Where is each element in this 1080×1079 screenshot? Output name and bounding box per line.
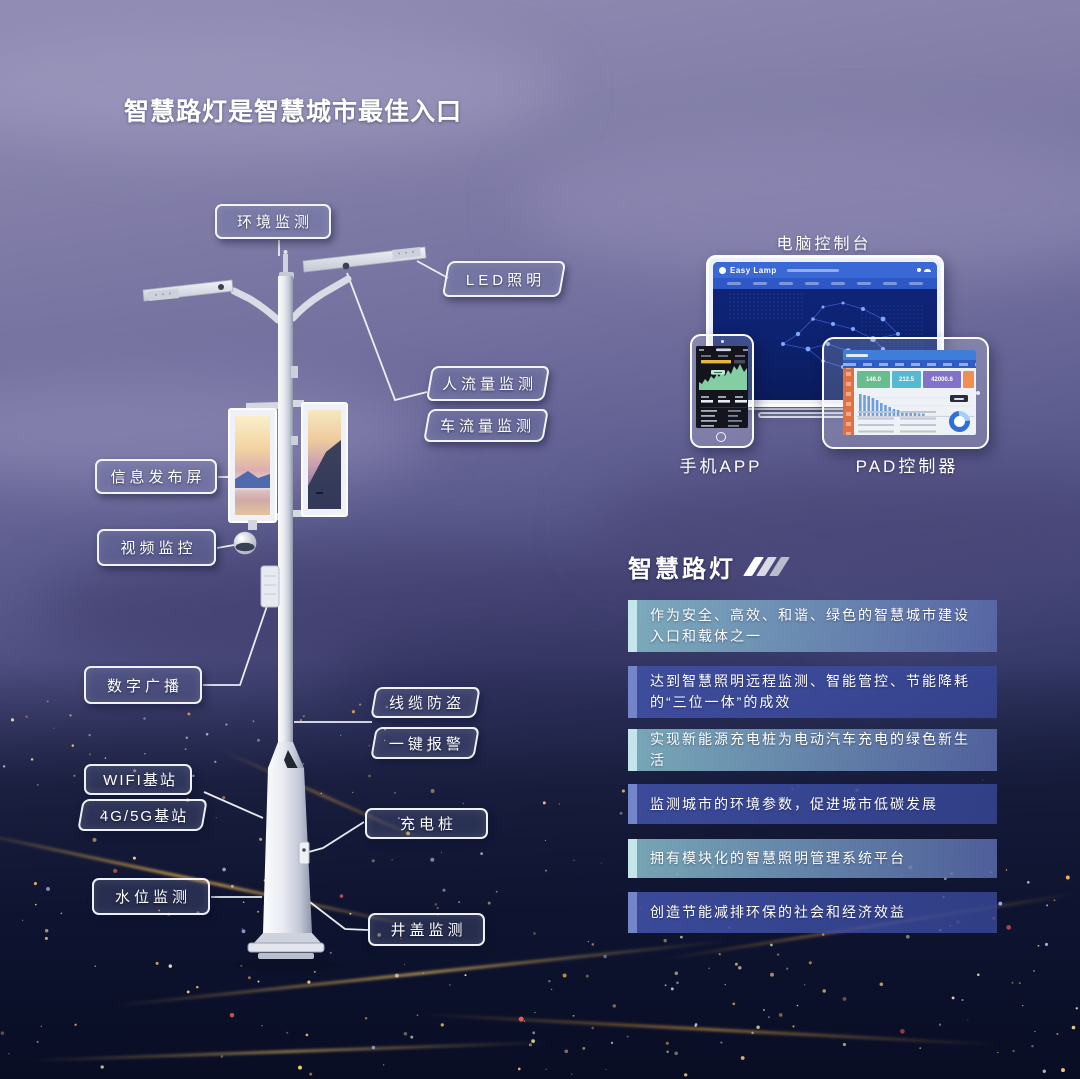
pc-dashboard-header: Easy Lamp: [713, 262, 937, 278]
camera-icon: [233, 520, 257, 555]
camera-dot-icon: [976, 391, 980, 395]
stat-card: 42000.6: [923, 371, 961, 388]
pad-controller-title: PAD控制器: [855, 457, 959, 476]
label-vehicle-flow: 车流量监测: [423, 409, 549, 442]
pad-dashboard-screen: 146.0 212.5 42000.6: [843, 350, 976, 435]
pc-dashboard-nav: [713, 278, 937, 289]
label-env-monitoring: 环境监测: [215, 204, 331, 239]
pad-table-rows: [900, 411, 936, 433]
mobile-phone: [690, 334, 754, 448]
label-digital-broadcast: 数字广播: [84, 666, 202, 704]
label-manhole-monitoring: 井盖监测: [368, 913, 485, 946]
benefit-item: 监测城市的环境参数，促进城市低碳发展: [628, 784, 997, 824]
lamp-head-right: [302, 246, 427, 273]
label-people-flow: 人流量监测: [425, 366, 551, 401]
pad-stat-cards: 146.0 212.5 42000.6: [857, 371, 974, 388]
user-icon: [917, 268, 931, 272]
benefit-item: 作为安全、高效、和谐、绿色的智慧城市建设 入口和载体之一: [628, 600, 997, 652]
camera-dot-icon: [720, 340, 724, 343]
speaker-box: [260, 565, 280, 608]
header-text-placeholder: [786, 268, 839, 272]
pad-toggle: [950, 395, 968, 402]
stat-card: [963, 371, 974, 388]
pad-table-rows: [858, 411, 894, 433]
logo-icon: [719, 266, 726, 274]
streetlight-diagram: [142, 240, 449, 971]
label-charging-pile: 充电桩: [365, 808, 488, 839]
label-led-lighting: LED照明: [441, 261, 567, 297]
pc-console-title: 电脑控制台: [776, 236, 872, 253]
lamp-head-left: [142, 279, 234, 302]
charging-socket: [298, 841, 310, 865]
label-one-key-alarm: 一键报警: [370, 727, 480, 759]
benefit-item: 实现新能源充电桩为电动汽车充电的绿色新生活: [628, 729, 997, 771]
home-button-icon: [716, 432, 726, 442]
section-header: 智慧路灯: [628, 549, 790, 584]
stat-card: 212.5: [892, 371, 921, 388]
pad-controller: 146.0 212.5 42000.6: [822, 337, 989, 449]
phone-app-title: 手机APP: [679, 457, 763, 476]
stat-card: 146.0: [857, 371, 890, 388]
label-cable-antitheft: 线缆防盗: [370, 687, 481, 718]
label-video-surveillance: 视频监控: [97, 529, 216, 566]
label-info-screen: 信息发布屏: [95, 459, 217, 494]
page-title: 智慧路灯是智慧城市最佳入口: [124, 98, 463, 126]
benefit-item: 创造节能减排环保的社会和经济效益: [628, 892, 997, 933]
label-water-level: 水位监测: [92, 878, 210, 915]
label-wifi-station: WIFI基站: [84, 764, 192, 795]
pc-monitor: Easy Lamp: [706, 255, 944, 407]
lamp-pole: [234, 250, 338, 971]
triple-slash-icon: [743, 557, 790, 576]
phone-app-screen: [696, 346, 748, 428]
pad-sidebar: [843, 368, 854, 435]
benefit-item: 达到智慧照明远程监测、智能管控、节能降耗 的“三位一体”的成效: [628, 666, 997, 718]
pc-dashboard-screen: Easy Lamp: [713, 262, 937, 400]
sensor-icon: [218, 284, 224, 290]
lamp-arms: [230, 275, 352, 324]
sensor-icon: [342, 262, 350, 270]
connector-lines: [203, 240, 449, 931]
banner-screens: [228, 400, 348, 523]
pc-logo-text: Easy Lamp: [730, 265, 777, 275]
pad-dashboard-header: [843, 350, 976, 360]
section-title: 智慧路灯: [628, 556, 736, 583]
pad-dashboard-nav: [843, 360, 976, 368]
benefit-item: 拥有模块化的智慧照明管理系统平台: [628, 839, 997, 878]
label-4g5g-station: 4G/5G基站: [77, 799, 208, 831]
